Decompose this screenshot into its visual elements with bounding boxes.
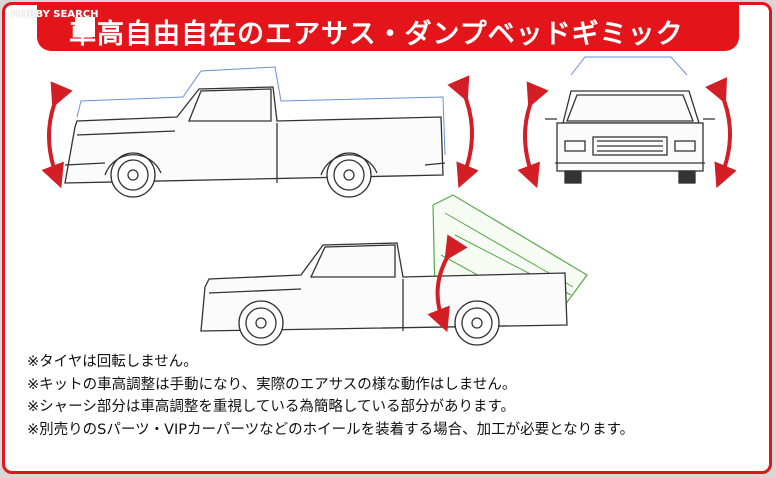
note-item: ※別売りのSパーツ・VIPカーパーツなどのホイールを装着する場合、加工が必要とな… <box>27 421 635 438</box>
dump-arrow-icon <box>427 234 468 333</box>
truck-side-view-icon <box>64 66 446 198</box>
info-card: 車高自由自在のエアサス・ダンプベッドギミック HOBBY SEARCH <box>2 2 772 474</box>
raise-arrow-left-icon <box>41 81 73 189</box>
note-item: ※タイヤは回転しません。 <box>27 354 198 370</box>
raise-arrow-front-left-icon <box>517 81 549 189</box>
raise-arrow-front-right-icon <box>705 77 737 189</box>
page-title: 車高自由自在のエアサス・ダンプベッドギミック <box>69 19 684 50</box>
truck-illustrations <box>41 56 737 346</box>
note-item: ※シャーシ部分は車高調整を重視している為簡略している部分があります。 <box>27 399 516 415</box>
title-banner <box>37 5 739 51</box>
raise-arrow-right-icon <box>447 75 479 189</box>
watermark-logo: HOBBY SEARCH <box>11 9 99 20</box>
truck-dump-bed-icon <box>200 194 588 346</box>
truck-front-view-icon <box>545 56 715 184</box>
note-item: ※キットの車高調整は手動になり、実際のエアサスの様な動作はしません。 <box>27 376 517 393</box>
bullet-square-icon <box>75 17 95 37</box>
notes-list: ※タイヤは回転しません。 ※キットの車高調整は手動になり、実際のエアサスの様な動… <box>27 351 634 441</box>
